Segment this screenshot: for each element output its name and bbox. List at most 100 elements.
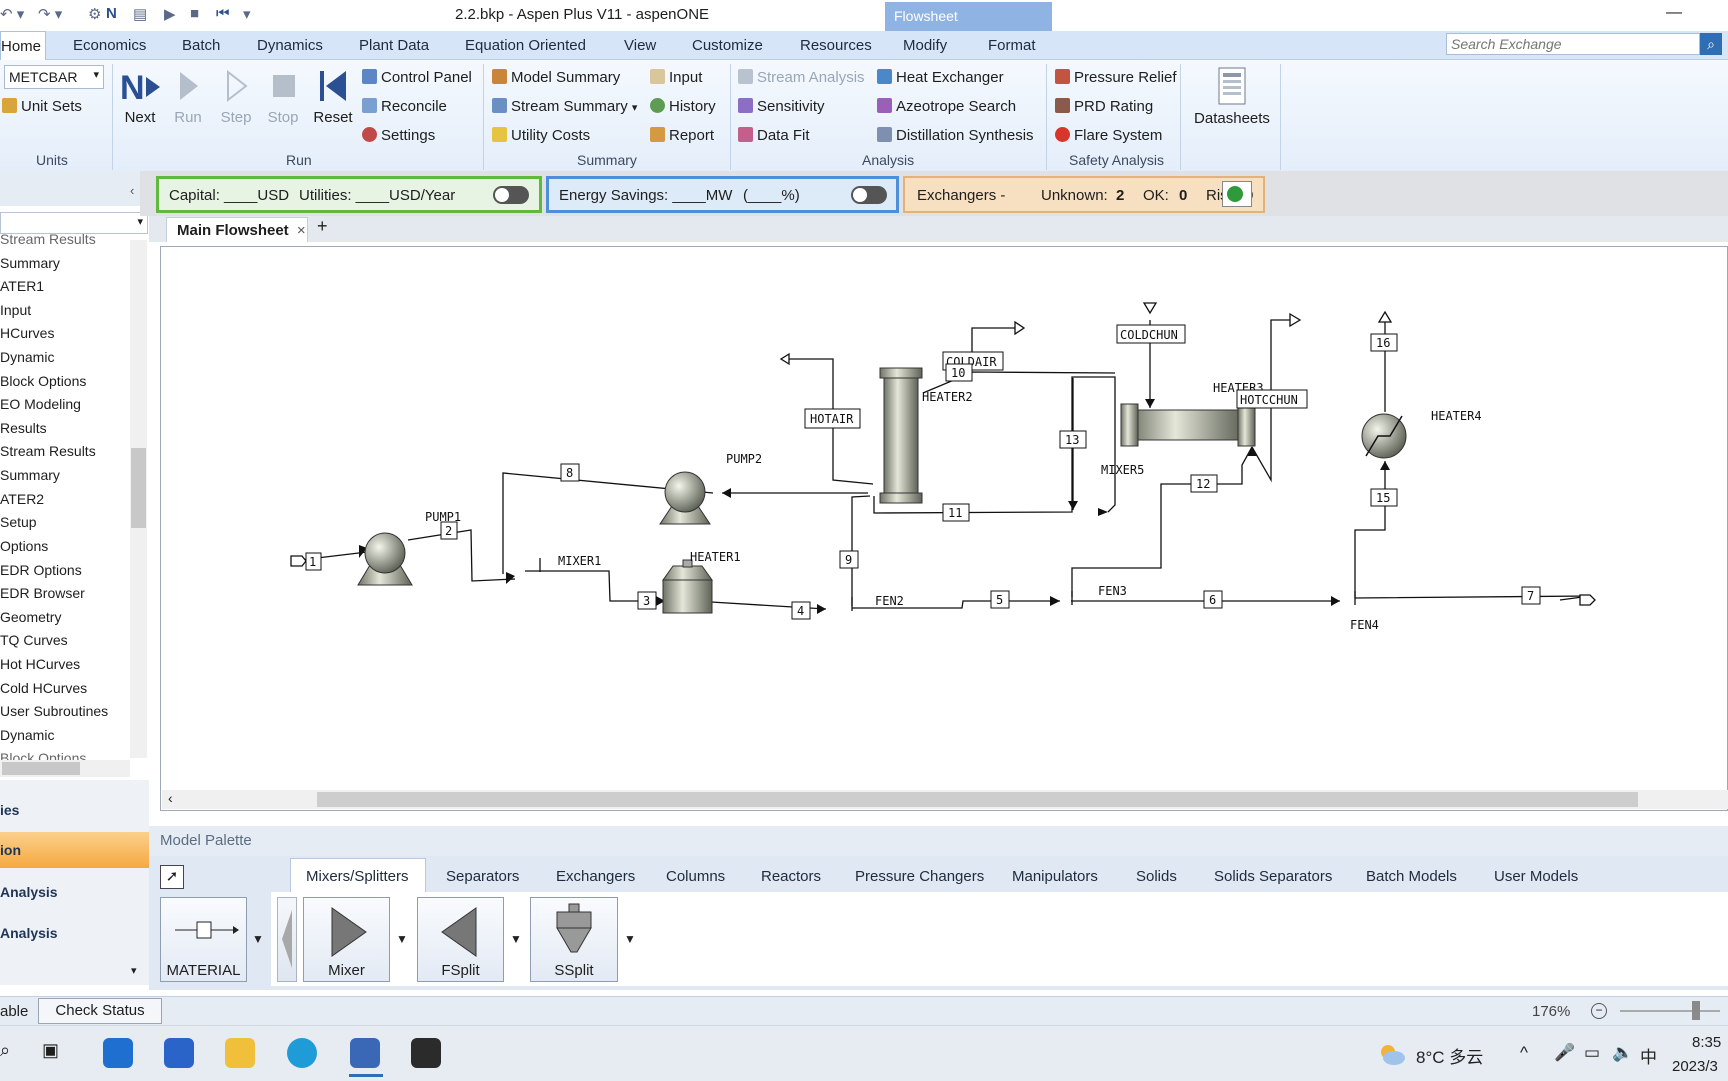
prd-rating-button[interactable]: PRD Rating [1055,98,1153,115]
stream-id-12[interactable]: 12 [1196,477,1210,491]
search-taskbar-icon[interactable]: ⌕ [0,1040,11,1060]
add-tab-icon[interactable]: + [317,216,328,236]
report-button[interactable]: Report [650,127,714,144]
context-tab-flowsheet[interactable]: Flowsheet [885,2,1052,31]
nav-item[interactable]: Dynamic [0,727,55,743]
tab-home[interactable]: Home [0,31,46,60]
nav-item[interactable]: HCurves [0,325,55,341]
mail-icon[interactable] [103,1038,133,1068]
palette-item-ssplit[interactable]: SSplit [530,897,618,982]
data-fit-button[interactable]: Data Fit [738,127,810,144]
chevron-down-icon[interactable]: ▼ [624,932,636,946]
qa-run-icon[interactable]: ▶ [164,6,176,23]
stream-line-2[interactable] [407,529,516,582]
nav-item[interactable]: EDR Browser [0,585,85,601]
redo-icon[interactable]: ↷ ▾ [38,6,63,23]
block-label-pump2[interactable]: PUMP2 [726,452,762,466]
settings-button[interactable]: Settings [362,127,435,144]
qa-grid-icon[interactable]: ▤ [133,6,148,23]
tab-format[interactable]: Format [988,37,1036,54]
nav-item[interactable]: User Subroutines [0,703,109,719]
palette-tab-mixers-splitters[interactable]: Mixers/Splitters [306,868,409,885]
tab-batch[interactable]: Batch [182,37,221,54]
network-icon[interactable]: ▭ [1584,1043,1601,1062]
speaker-icon[interactable]: 🔈 [1612,1043,1634,1062]
stream-id-4[interactable]: 4 [797,604,804,618]
qa-reset-icon[interactable]: ⏮ [216,5,230,22]
azeotrope-search-button[interactable]: Azeotrope Search [877,98,1016,115]
zoom-slider[interactable] [1620,1010,1720,1012]
pump2-icon[interactable] [659,471,711,525]
stream-id-15[interactable]: 15 [1376,491,1390,505]
tab-dynamics[interactable]: Dynamics [257,37,323,54]
nav-section-safety-analysis[interactable]: Analysis [0,884,58,900]
palette-tab-solids-separators[interactable]: Solids Separators [1214,868,1333,885]
exchanger-status-button[interactable] [1222,181,1252,207]
stream-line-5[interactable] [852,600,1060,609]
chevron-down-icon[interactable]: ▾ [131,965,137,977]
stream-label-hotair[interactable]: HOTAIR [810,412,854,426]
sensitivity-button[interactable]: Sensitivity [738,98,825,115]
flare-system-button[interactable]: Flare System [1055,127,1162,144]
stream-id-13[interactable]: 13 [1065,433,1079,447]
block-label-pump1[interactable]: PUMP1 [425,510,461,524]
nav-item[interactable]: ATER2 [0,491,45,507]
stream-line-7[interactable] [1354,595,1591,601]
stream-line-12[interactable] [1071,446,1253,597]
flowsheet-canvas[interactable]: PUMP1 PUMP2 MIXER1 HEATER1 HEATER2 HEATE… [162,248,1728,790]
nav-section-active[interactable] [0,832,149,868]
palette-item-fsplit[interactable]: FSplit [417,897,504,982]
model-summary-button[interactable]: Model Summary [492,69,620,86]
stream-id-6[interactable]: 6 [1209,593,1216,607]
tab-resources[interactable]: Resources [800,37,872,54]
block-label-heater4[interactable]: HEATER4 [1431,409,1482,423]
ime-indicator[interactable]: 中 [1640,1048,1657,1067]
scroll-left-icon[interactable]: ‹ [168,790,173,806]
qa-customize-icon[interactable]: ▾ [243,6,251,23]
stream-line-9[interactable] [851,495,871,606]
stream-line-10[interactable] [922,371,1116,394]
qa-stop-icon[interactable]: ■ [190,5,200,22]
store-icon[interactable] [164,1038,194,1068]
collapse-left-icon[interactable]: ‹ [130,183,135,198]
tab-economics[interactable]: Economics [73,37,147,54]
stream-id-7[interactable]: 7 [1527,589,1534,603]
history-button[interactable]: History [650,98,716,115]
weather-icon[interactable] [1376,1042,1406,1066]
chevron-up-icon[interactable]: ^ [1520,1043,1528,1062]
nav-item[interactable]: Hot HCurves [0,656,81,672]
control-panel-button[interactable]: Control Panel [362,69,472,86]
tab-plant-data[interactable]: Plant Data [359,37,430,54]
zoom-slider-handle[interactable] [1692,1001,1700,1020]
heat-exchanger-button[interactable]: Heat Exchanger [877,69,1004,86]
weather-text[interactable]: 8°C 多云 [1416,1048,1484,1067]
utility-costs-button[interactable]: Utility Costs [492,127,590,144]
stream-analysis-button[interactable]: Stream Analysis [738,69,865,86]
search-exchange-input[interactable] [1446,33,1700,55]
heater3-exchanger-icon[interactable] [1120,403,1256,447]
palette-item-mixer[interactable]: Mixer [303,897,390,982]
palette-tab-exchangers[interactable]: Exchangers [556,868,636,885]
tab-customize[interactable]: Customize [692,37,763,54]
nav-item[interactable]: ATER1 [0,278,45,294]
palette-tab-solids[interactable]: Solids [1136,868,1177,885]
nav-item[interactable]: TQ Curves [0,632,68,648]
check-status-button[interactable]: Check Status [38,998,162,1024]
nav-section-energy-analysis[interactable]: Analysis [0,925,58,941]
tab-modify[interactable]: Modify [903,37,948,54]
tab-view[interactable]: View [624,37,657,54]
stream-id-3[interactable]: 3 [643,594,650,608]
palette-tab-columns[interactable]: Columns [666,868,726,885]
block-label-fen4[interactable]: FEN4 [1350,618,1379,632]
distillation-synthesis-button[interactable]: Distillation Synthesis [877,127,1034,144]
block-label-mixer1[interactable]: MIXER1 [558,554,601,568]
run-button[interactable]: Run [170,67,206,126]
undo-icon[interactable]: ↶ ▾ [0,6,25,23]
search-icon[interactable]: ⌕ [1700,33,1722,55]
input-button[interactable]: Input [650,69,702,86]
nav-item[interactable]: Setup [0,514,37,530]
stream-id-5[interactable]: 5 [996,593,1003,607]
step-button[interactable]: Step [216,67,256,126]
palette-tab-user-models[interactable]: User Models [1494,868,1579,885]
palette-tab-manipulators[interactable]: Manipulators [1012,868,1098,885]
